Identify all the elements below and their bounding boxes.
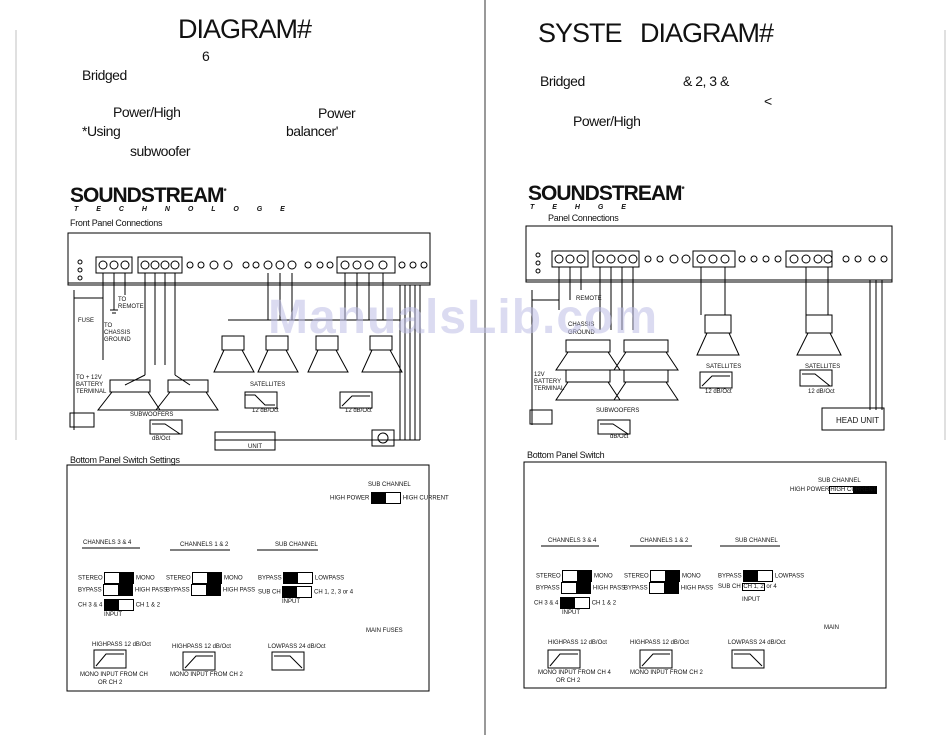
right-chassis-label: CHASSIS: [568, 322, 595, 328]
left-subch-heading: SUB CHANNEL: [275, 542, 318, 548]
right-slope-label-3: dB/Oct: [610, 434, 629, 440]
left-sub-input-row: SUB CH CH 1, 2, 3 or 4: [258, 586, 353, 598]
left-ch34-input-row: CH 3 & 4 CH 1 & 2: [78, 599, 160, 611]
right-amp-panel: [525, 225, 893, 283]
right-slope-label-2: 12 dB/Oct: [808, 389, 835, 395]
left-wiring: [69, 273, 421, 451]
right-ch34-heading: CHANNELS 3 & 4: [548, 538, 597, 544]
left-remote-label: TO REMOTE: [118, 297, 144, 310]
left-diagram-number: 6: [202, 48, 210, 64]
left-mono-ch2-label: MONO INPUT FROM CH 2: [170, 672, 243, 678]
right-wiring: [529, 267, 885, 431]
left-switch-box: [66, 464, 430, 692]
right-title-part-b: DIAGRAM#: [640, 18, 774, 48]
right-mono-ch4-label: MONO INPUT FROM CH 4: [538, 670, 611, 676]
right-main-label: MAIN: [824, 625, 839, 631]
left-satellites-label: SATELLITES: [250, 382, 286, 388]
left-bridged-text: Bridged: [82, 67, 127, 83]
left-slope-label-1: 12 dB/Oct: [252, 408, 279, 414]
left-ch12-heading: CHANNELS 1 & 2: [180, 542, 229, 548]
left-amp-panel: [67, 232, 431, 286]
right-ch12-bypass-row: BYPASS HIGH PASS: [624, 582, 713, 594]
right-or-ch2-label: OR CH 2: [556, 678, 581, 684]
right-sub-bypass-row: BYPASS LOWPASS: [718, 570, 804, 582]
right-soundstream-logo: SOUNDSTREAM*: [528, 182, 685, 205]
left-diagram-title: DIAGRAM#: [178, 14, 312, 44]
right-ch34-input-label: INPUT: [562, 610, 580, 616]
right-ch12-heading: CHANNELS 1 & 2: [640, 538, 689, 544]
right-bottom-panel-heading: Bottom Panel Switch: [527, 450, 605, 460]
left-speakers: [96, 335, 403, 435]
left-hp12-label: HIGHPASS 12 dB/Oct: [92, 642, 151, 648]
left-hp12b-label: HIGHPASS 12 dB/Oct: [172, 644, 231, 650]
right-power-current-switch: HIGH POWERHIGH CURRENT: [790, 486, 878, 494]
left-power-high-text: Power/High: [113, 104, 181, 120]
left-slope-label-3: dB/Oct: [152, 436, 171, 442]
right-panel-heading: Panel Connections: [548, 213, 619, 223]
right-logo-tagline: T E H G E: [530, 204, 634, 211]
left-sub-input-label: INPUT: [282, 599, 300, 605]
right-ch34-input-row: CH 3 & 4 CH 1 & 2: [534, 597, 616, 609]
right-remote-label: REMOTE: [576, 296, 602, 302]
left-sub-channel-top: SUB CHANNEL: [368, 482, 411, 488]
right-battery-label: 12V BATTERY TERMINAL: [534, 372, 565, 392]
left-balancer-text: balancer': [286, 123, 338, 139]
left-or-ch2-label: OR CH 2: [98, 680, 123, 686]
right-subwoofers-label: SUBWOOFERS: [596, 408, 640, 414]
right-ch34-bypass-row: BYPASS HIGH PASS: [536, 582, 625, 594]
right-lt-text: <: [764, 93, 772, 109]
left-mono-input-label: MONO INPUT FROM CH: [80, 672, 148, 678]
right-sub-input-row: SUB CH CH 1, 2 or 4: [718, 583, 777, 591]
left-power-current-toggle: [371, 492, 402, 504]
left-slope-label-2: 12 dB/Oct: [345, 408, 372, 414]
right-head-unit-label: HEAD UNIT: [836, 416, 880, 425]
right-channels-text: & 2, 3 &: [683, 73, 729, 89]
left-power-text: Power: [318, 105, 356, 121]
left-soundstream-logo: SOUNDSTREAM*: [70, 184, 227, 207]
right-sub-input-label: INPUT: [742, 597, 760, 603]
right-ch12-stereo-row: STEREO MONO: [624, 570, 701, 582]
right-sub-channel-top: SUB CHANNEL: [818, 478, 861, 484]
left-battery-label: TO + 12V BATTERY TERMINAL: [76, 375, 107, 395]
right-satellites-label-1: SATELLITES: [706, 364, 742, 370]
left-unit-label: UNIT: [248, 444, 262, 450]
left-subwoofer-text: subwoofer: [130, 143, 191, 159]
right-hp12-label: HIGHPASS 12 dB/Oct: [548, 640, 607, 646]
left-sub-bypass-row: BYPASS LOWPASS: [258, 572, 344, 584]
right-power-high-text: Power/High: [573, 113, 641, 129]
manualslib-watermark: ManualsLib.com: [268, 291, 659, 344]
left-fuse-label: FUSE: [78, 318, 95, 324]
right-title-part-a: SYSTE: [538, 18, 623, 48]
left-ch34-heading: CHANNELS 3 & 4: [83, 540, 132, 546]
left-main-fuses-label: MAIN FUSES: [366, 628, 403, 634]
right-speakers: [555, 314, 842, 435]
left-ch34-input-label: INPUT: [104, 612, 122, 618]
left-power-current-switch: HIGH POWER HIGH CURRENT: [330, 492, 449, 504]
left-chassis-label: TO CHASSIS GROUND: [104, 323, 131, 343]
left-subwoofers-label: SUBWOOFERS: [130, 412, 174, 418]
right-mono-ch2-label: MONO INPUT FROM CH 2: [630, 670, 703, 676]
right-switch-box: [523, 461, 887, 689]
left-ch34-bypass-row: BYPASS HIGH PASS: [78, 584, 167, 596]
right-slope-label-1: 12 dB/Oct: [705, 389, 732, 395]
right-bridged-text: Bridged: [540, 73, 585, 89]
left-ch12-stereo-row: STEREO MONO: [166, 572, 243, 584]
right-subch-heading: SUB CHANNEL: [735, 538, 778, 544]
right-lp24-label: LOWPASS 24 dB/Oct: [728, 640, 786, 646]
left-using-text: *Using: [82, 123, 121, 139]
left-bottom-panel-heading: Bottom Panel Switch Settings: [70, 455, 180, 465]
right-ground-label: GROUND: [568, 330, 595, 336]
right-ch34-stereo-row: STEREO MONO: [536, 570, 613, 582]
left-logo-tagline: T E C H N O L O G E: [74, 206, 293, 213]
left-ch12-bypass-row: BYPASS HIGH PASS: [166, 584, 255, 596]
right-hp12b-label: HIGHPASS 12 dB/Oct: [630, 640, 689, 646]
left-front-panel-heading: Front Panel Connections: [70, 218, 163, 228]
left-lp24-label: LOWPASS 24 dB/Oct: [268, 644, 326, 650]
left-ch34-stereo-row: STEREO MONO: [78, 572, 155, 584]
right-satellites-label-2: SATELLITES: [805, 364, 841, 370]
